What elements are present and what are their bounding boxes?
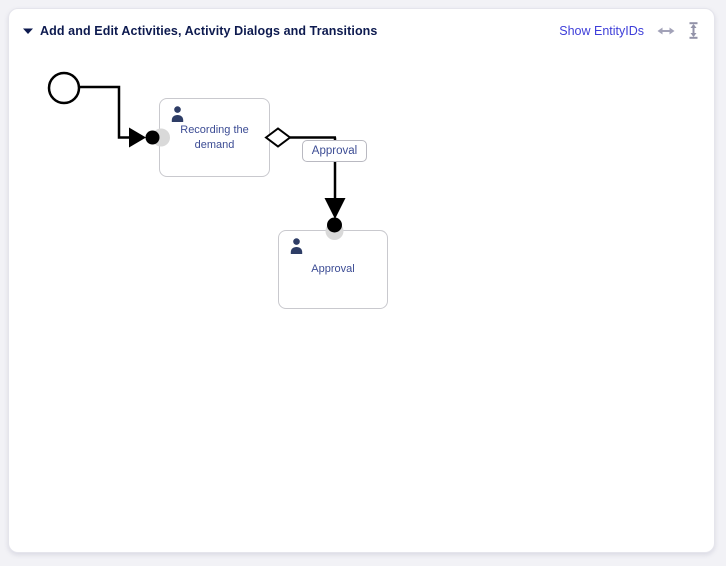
widget-header: Add and Edit Activities, Activity Dialog…	[9, 9, 714, 39]
activity-node-approval[interactable]: Approval	[278, 230, 388, 309]
widget-collapse-toggle[interactable]: Add and Edit Activities, Activity Dialog…	[23, 24, 377, 38]
activity-label: Approval	[311, 263, 355, 276]
horizontal-resize-icon[interactable]	[657, 26, 675, 36]
activity-node-recording-the-demand[interactable]: Recording the demand	[159, 98, 270, 177]
widget-header-actions: Show EntityIDs	[559, 22, 699, 39]
person-icon	[171, 106, 184, 122]
show-entityids-link[interactable]: Show EntityIDs	[559, 23, 644, 38]
transition-label[interactable]: Approval	[302, 140, 367, 162]
activity-label: Recording the demand	[180, 124, 249, 151]
vertical-resize-icon[interactable]	[688, 22, 699, 39]
widget-title: Add and Edit Activities, Activity Dialog…	[40, 23, 378, 38]
caret-down-icon	[23, 27, 33, 35]
person-icon	[290, 238, 303, 254]
